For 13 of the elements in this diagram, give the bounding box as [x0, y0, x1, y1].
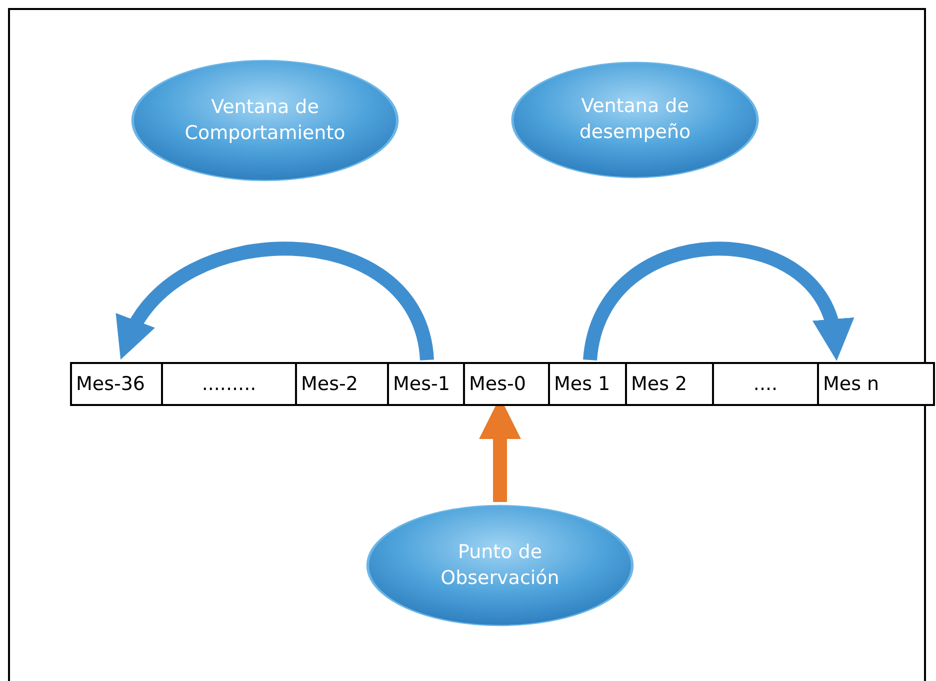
ellipse-label: Ventana de Comportamiento	[184, 94, 346, 146]
timeline-cell: Mes 2	[625, 362, 714, 406]
timeline-cell: Mes-36	[70, 362, 163, 406]
timeline-cell: Mes-0	[463, 362, 550, 406]
curved-arrow	[118, 242, 434, 362]
ellipse-label: Ventana de desempeño	[578, 94, 692, 145]
timeline-cell: Mes-1	[387, 362, 465, 406]
timeline-cell: Mes-2	[295, 362, 389, 406]
timeline-cell: Mes n	[817, 362, 935, 406]
ellipse-label: Punto de Observación	[440, 540, 560, 590]
timeline-cell: Mes 1	[548, 362, 627, 406]
timeline-cell: ....	[712, 362, 819, 406]
timeline-cell: .........	[161, 362, 297, 406]
